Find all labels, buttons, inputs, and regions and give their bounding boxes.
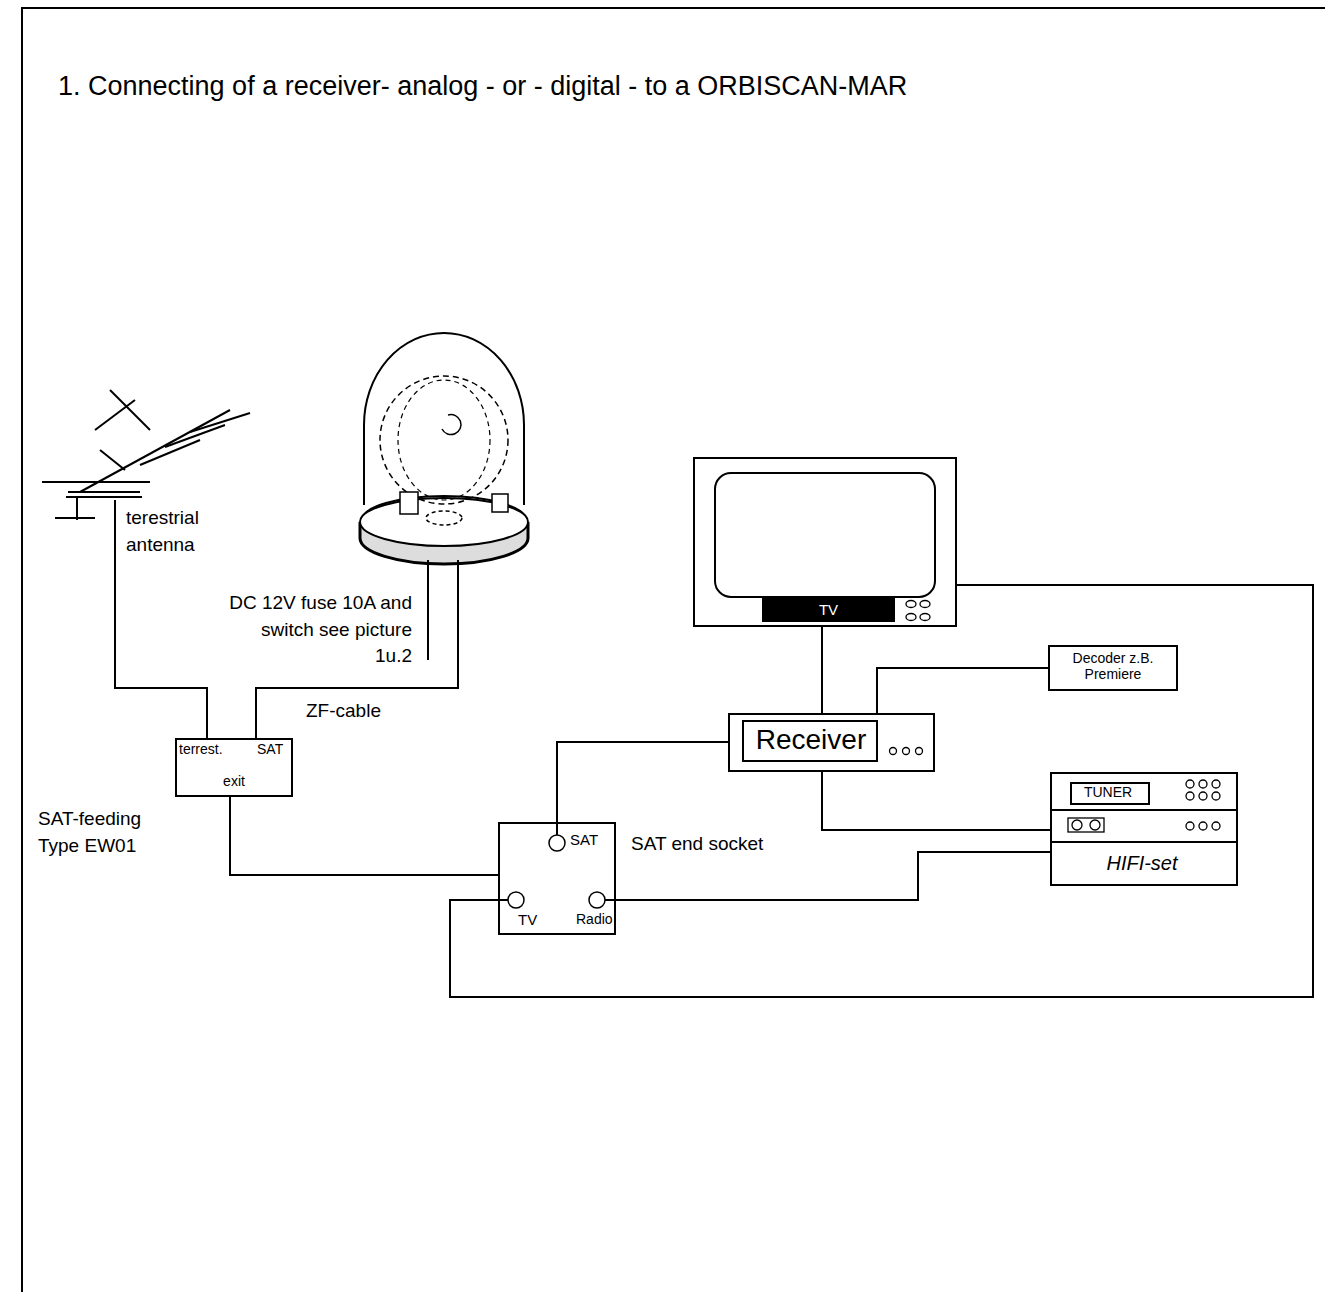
sat-feeding-box: terrest. SAT exit bbox=[175, 738, 293, 797]
node-text: Radio bbox=[576, 911, 613, 927]
sat-end-socket: SAT TV Radio bbox=[498, 822, 616, 935]
node-text: Decoder z.B. Premiere bbox=[1054, 650, 1172, 682]
hifi-set: HIFI-set TUNER bbox=[1050, 772, 1238, 886]
tv-set: TV bbox=[693, 457, 957, 627]
node-text: SAT bbox=[570, 831, 598, 848]
label: SAT end socket bbox=[631, 831, 763, 858]
connector bbox=[616, 852, 1050, 900]
label: ZF-cable bbox=[306, 698, 381, 725]
node-text: exit bbox=[219, 773, 249, 789]
node-text: HIFI-set bbox=[1060, 852, 1224, 875]
node-text: TV bbox=[762, 598, 895, 622]
node-text: TUNER bbox=[1072, 784, 1144, 800]
node-text: Receiver bbox=[747, 723, 875, 757]
connector bbox=[821, 627, 823, 713]
node-text: SAT bbox=[257, 741, 283, 757]
label: SAT-feeding Type EW01 bbox=[38, 806, 173, 859]
title: 1. Connecting of a receiver- analog - or… bbox=[58, 68, 907, 106]
node-text: terrest. bbox=[179, 741, 223, 757]
connector bbox=[822, 772, 1050, 830]
label: terestrial antenna bbox=[126, 505, 236, 558]
node-text: TV bbox=[518, 911, 537, 928]
connector bbox=[230, 797, 498, 875]
tuner-box: TUNER bbox=[1070, 782, 1150, 805]
connector bbox=[557, 742, 728, 822]
terrestrial-antenna bbox=[42, 390, 250, 520]
satellite-dome bbox=[360, 333, 528, 564]
connector bbox=[450, 585, 1313, 997]
decoder-box: Decoder z.B. Premiere bbox=[1048, 645, 1178, 691]
label: DC 12V fuse 10A and switch see picture 1… bbox=[222, 590, 412, 670]
wire bbox=[115, 500, 458, 738]
connector bbox=[877, 668, 1048, 713]
receiver-box: Receiver bbox=[728, 713, 935, 772]
